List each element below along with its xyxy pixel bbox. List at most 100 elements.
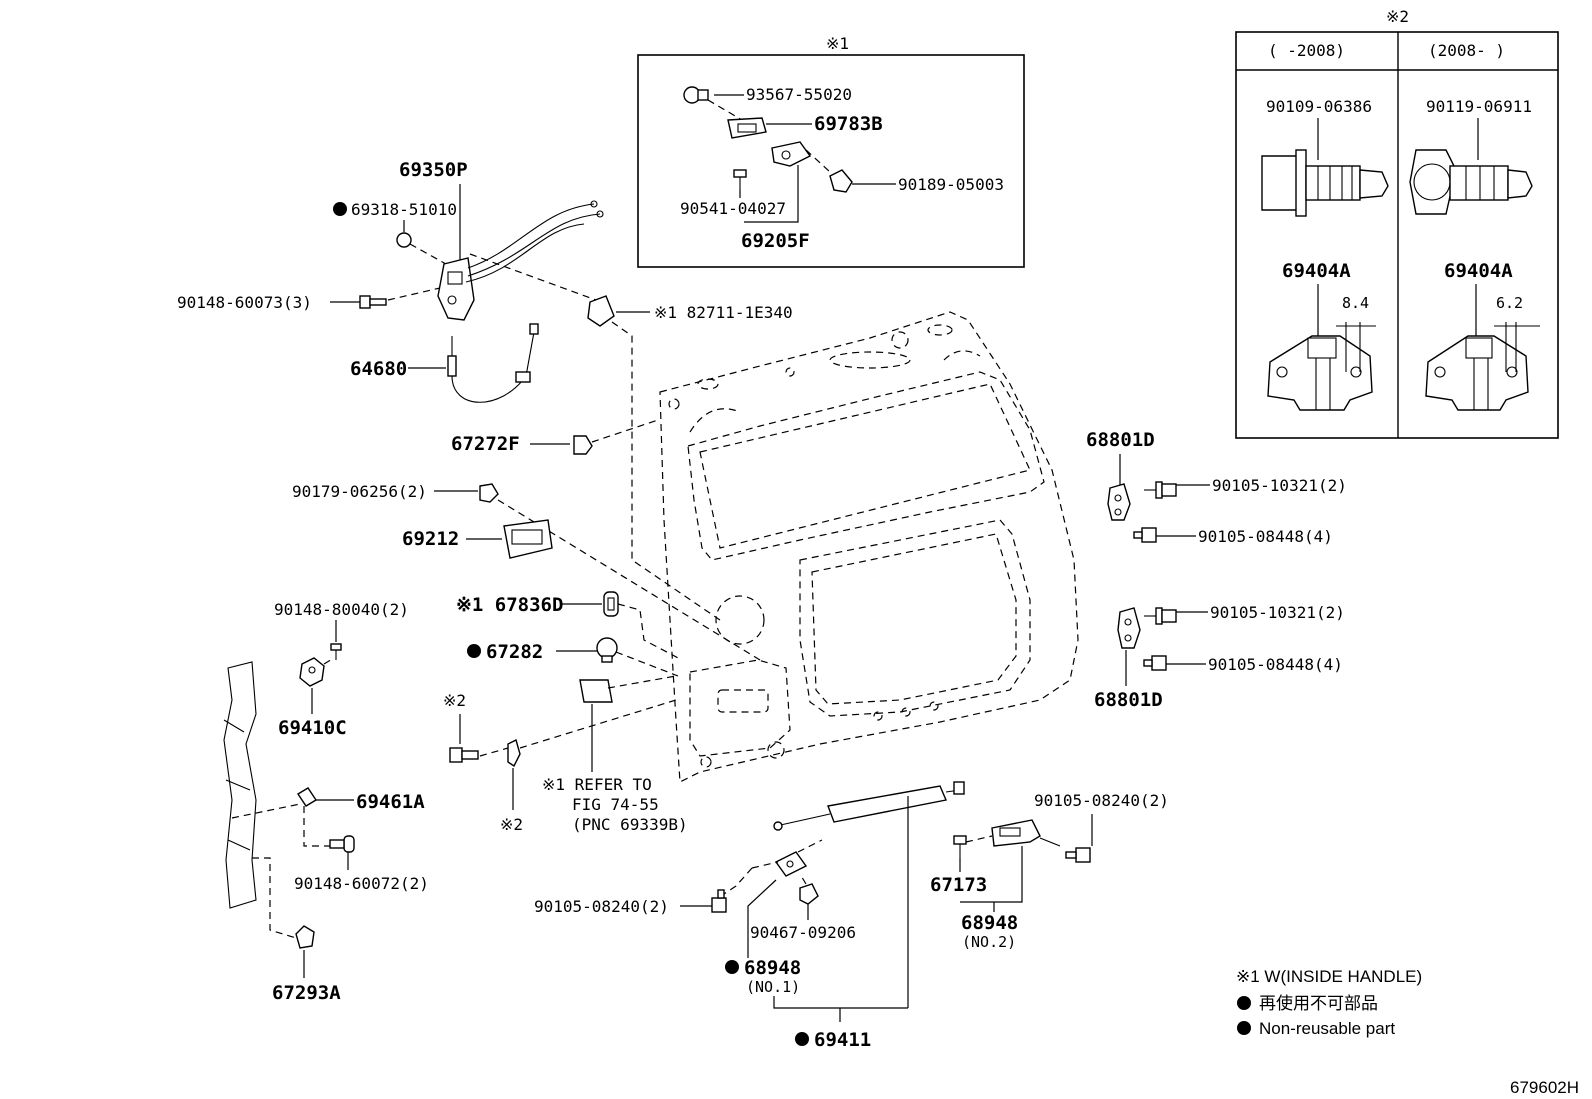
legend: ※1 W(INSIDE HANDLE) 再使用不可部品 Non-reusable…	[1236, 967, 1422, 1038]
dimension-6-2: 6.2	[1496, 294, 1523, 312]
outside-handle-69212-icon	[503, 519, 553, 559]
label-69404a-left: 69404A	[1282, 260, 1351, 282]
label-90105-08240-a: 90105-08240(2)	[534, 897, 669, 916]
label-67272f: 67272F	[451, 433, 520, 455]
label-no1: (NO.1)	[746, 978, 800, 996]
non-reusable-dot-icon	[1237, 996, 1251, 1010]
label-90105-08240-b: 90105-08240(2)	[1034, 791, 1169, 810]
label-68801d-bot: 68801D	[1094, 689, 1163, 711]
label-69318-51010: 69318-51010	[351, 200, 457, 219]
cushion-67293a-icon	[295, 925, 315, 949]
label-90179-06256: 90179-06256(2)	[292, 482, 427, 501]
bolt-90105-10321-b-icon	[1144, 607, 1177, 625]
bolt-mark-2-icon	[449, 747, 479, 763]
non-reusable-dot-icon	[1237, 1021, 1251, 1035]
column-header-left: ( -2008)	[1268, 41, 1345, 60]
label-69404a-right: 69404A	[1444, 260, 1513, 282]
label-69461a: 69461A	[356, 791, 425, 813]
bracket-69461a-icon	[297, 787, 317, 807]
label-90105-10321-b: 90105-10321(2)	[1210, 603, 1345, 622]
label-67282: 67282	[486, 641, 543, 663]
label-69205f: 69205F	[741, 230, 810, 252]
bracket-68948-no1-icon	[774, 851, 808, 877]
hinge-group: 68801D 90105-10321(2) 90105-08448(4)	[1086, 429, 1347, 711]
non-reusable-dot-icon	[795, 1032, 809, 1046]
bolt-90105-08240-a-icon	[711, 889, 727, 913]
label-67836d: ※1 67836D	[456, 594, 563, 616]
clip-67282-icon	[596, 637, 618, 663]
screw-90148-80040-icon	[330, 643, 342, 660]
hinge-69404a-left-icon	[1267, 322, 1373, 411]
mark-2-hinge: ※2	[500, 815, 523, 834]
refer-line-1: ※1 REFER TO	[542, 775, 652, 794]
label-69212: 69212	[402, 528, 459, 550]
clip-67272f-icon	[573, 435, 593, 455]
label-69783b: 69783B	[814, 113, 883, 135]
label-90148-80040: 90148-80040(2)	[274, 600, 409, 619]
screw-90541-icon	[733, 169, 747, 190]
non-reusable-dot-icon	[333, 202, 347, 216]
pin-67173-icon	[953, 835, 967, 858]
hinge-68801d-top-icon	[1107, 483, 1131, 521]
nut-90179-icon	[479, 483, 499, 503]
refer-line-2: FIG 74-55	[572, 795, 659, 814]
grommet-69318-icon	[396, 232, 412, 248]
bolt-90105-10321-a-icon	[1144, 481, 1177, 499]
hinge-69404a-right-icon	[1425, 322, 1529, 411]
label-90119-06911: 90119-06911	[1426, 97, 1532, 116]
damper-stay-69411-icon	[773, 781, 965, 831]
non-reusable-dot-icon	[725, 960, 739, 974]
label-90105-08448-a: 90105-08448(4)	[1198, 527, 1333, 546]
box1-mark: ※1	[826, 34, 849, 53]
label-67173: 67173	[930, 874, 987, 896]
connector-82711-icon	[587, 295, 615, 327]
hinge-mark-2-icon	[507, 738, 521, 768]
label-90105-08448-b: 90105-08448(4)	[1208, 655, 1343, 674]
sheet-icon	[579, 679, 613, 703]
label-no2: (NO.2)	[962, 933, 1016, 951]
screw-90148-60073-icon	[359, 295, 387, 309]
non-reusable-dot-icon	[467, 644, 481, 658]
label-68801d-top: 68801D	[1086, 429, 1155, 451]
bolt-90105-08240-b-icon	[1065, 847, 1091, 863]
legend-note-2: 再使用不可部品	[1259, 993, 1378, 1013]
label-68948-no1: 68948	[744, 957, 801, 979]
hinge-68801d-bot-icon	[1117, 607, 1141, 649]
inset-box-1: ※1 93567-55020 69783B 90189-05003	[637, 34, 1025, 268]
mark-2-bolt: ※2	[443, 691, 466, 710]
label-93567-55020: 93567-55020	[746, 85, 852, 104]
label-90148-60072: 90148-60072(2)	[294, 874, 429, 893]
label-90189-05003: 90189-05003	[898, 175, 1004, 194]
label-67293a: 67293A	[272, 982, 341, 1004]
clip-90189-icon	[829, 169, 853, 193]
bolt-90119-icon	[1409, 149, 1533, 215]
label-69350p: 69350P	[399, 159, 468, 181]
inside-handle-69205f-icon	[771, 141, 812, 167]
label-69411: 69411	[814, 1029, 871, 1051]
label-90148-60073: 90148-60073(3)	[177, 293, 312, 312]
label-90105-10321-a: 90105-10321(2)	[1212, 476, 1347, 495]
figure-id: 679602H	[1510, 1078, 1579, 1097]
door-lock-69350p-icon	[437, 200, 604, 321]
refer-line-3: (PNC 69339B)	[572, 815, 688, 834]
cover-67836d-icon	[603, 591, 619, 617]
bolt-90105-08448-b-icon	[1143, 655, 1167, 671]
label-64680: 64680	[350, 358, 407, 380]
legend-note-1: ※1 W(INSIDE HANDLE)	[1236, 967, 1422, 986]
label-90109-06386: 90109-06386	[1266, 97, 1372, 116]
handle-group: 90179-06256(2) 69212 ※1 67836D 67282	[292, 482, 761, 834]
damper-group: 69411 90105-08240(2) 90467-09206 68948 (…	[534, 781, 1169, 1051]
bolt-90105-08448-a-icon	[1133, 527, 1157, 543]
inset-box-2: ※2 ( -2008) (2008- ) 90109-06386 90119-0…	[1235, 7, 1559, 439]
column-header-right: (2008- )	[1428, 41, 1505, 60]
body-pillar-group: 90148-80040(2) 69410C 69461A 90148-60072…	[223, 600, 429, 1004]
label-68948-no2: 68948	[961, 912, 1018, 934]
screw-90148-60072-icon	[329, 835, 355, 853]
bezel-69783b-icon	[727, 117, 767, 139]
dimension-8-4: 8.4	[1342, 294, 1369, 312]
bracket-68948-no2-icon	[991, 819, 1041, 847]
bolt-90109-icon	[1261, 149, 1389, 217]
striker-69410c-icon	[299, 657, 325, 687]
screw-93567-icon	[683, 86, 709, 104]
